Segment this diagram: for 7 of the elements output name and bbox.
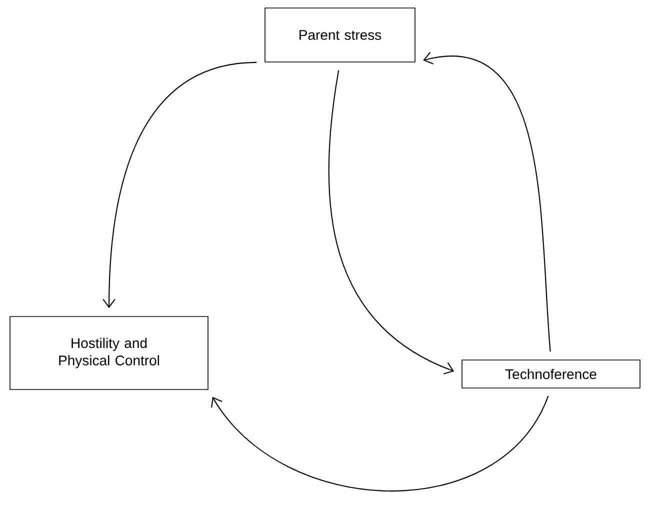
process-box: Hostility and Physical Control (10, 316, 208, 390)
arrow (102, 62, 257, 308)
process-box: Technoference (462, 360, 640, 388)
arrow (211, 396, 549, 492)
process-box: Parent stress (264, 8, 416, 62)
arrow (423, 52, 551, 352)
arrow (328, 70, 454, 374)
